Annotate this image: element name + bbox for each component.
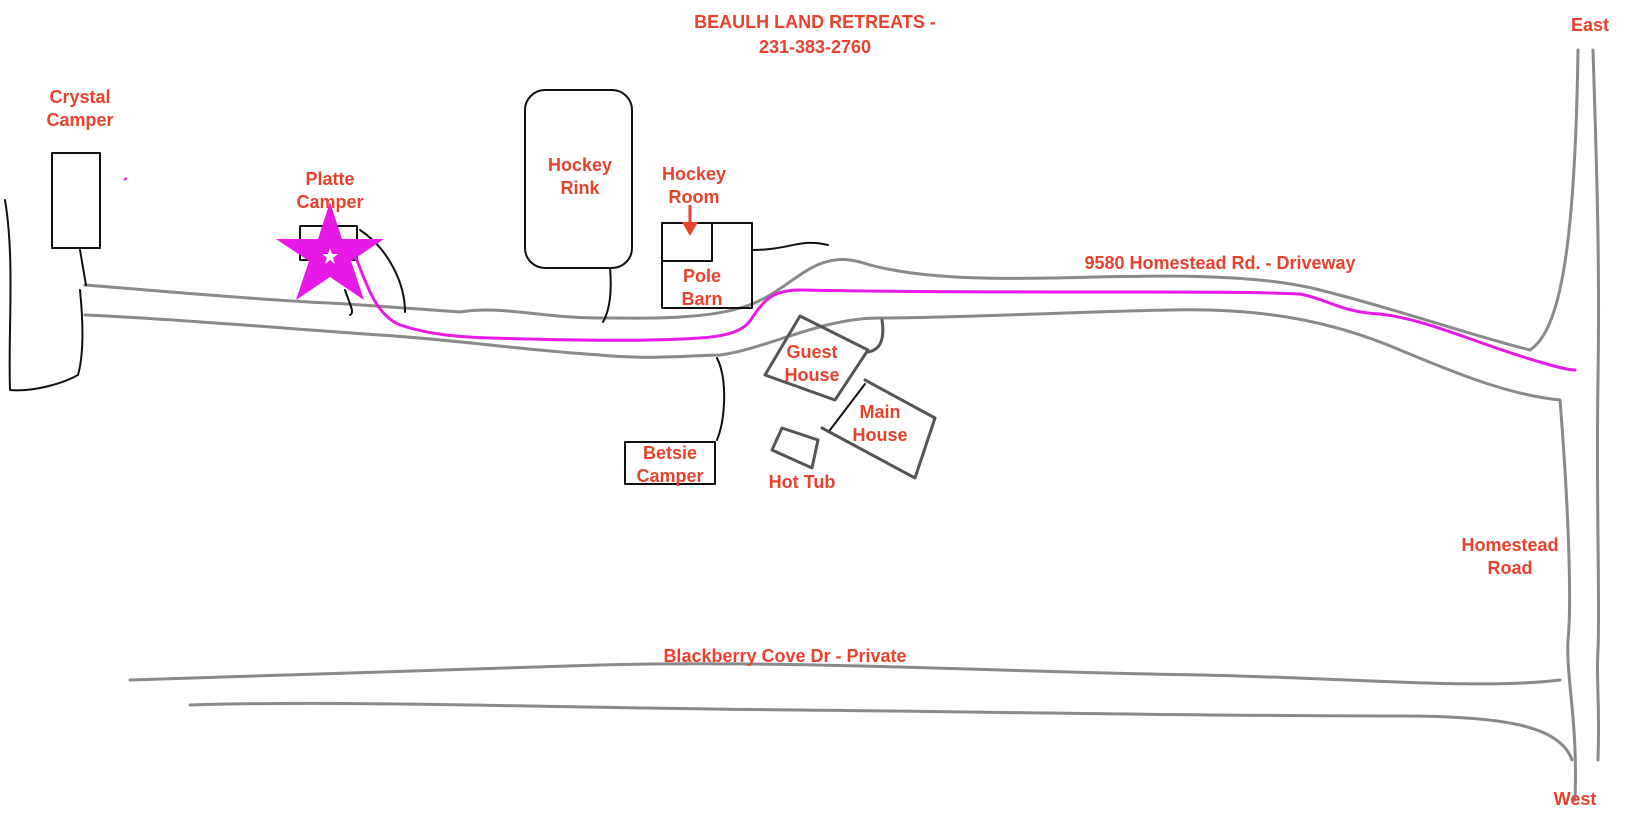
blackberry-cove-label: Blackberry Cove Dr - Private xyxy=(663,646,907,666)
hockey-rink-path xyxy=(602,267,612,323)
crystal-path xyxy=(79,249,87,286)
homestead-road-edge-left xyxy=(1591,48,1601,652)
hockey-room-label: Hockey Room xyxy=(661,164,727,207)
phone-number: 231-383-2760 xyxy=(758,37,872,57)
arrow-down-icon xyxy=(682,222,698,236)
platte-camper-label: Platte Camper xyxy=(296,169,364,212)
platte-path-left xyxy=(344,289,354,316)
route-mark-left xyxy=(123,177,128,181)
map-title: BEAULH LAND RETREATS - xyxy=(694,12,936,32)
driveway-edge-lower xyxy=(83,308,1577,802)
hockey-rink-label: Hockey Rink xyxy=(547,155,613,198)
hot-tub-outline xyxy=(770,426,820,470)
pole-barn-path xyxy=(751,241,829,251)
driveway-edge-upper xyxy=(83,48,1580,352)
east-label: East xyxy=(1570,15,1610,35)
left-boundary-line xyxy=(4,199,84,392)
betsie-path xyxy=(716,357,726,441)
pole-barn-label: Pole Barn xyxy=(681,266,723,309)
guest-house-connector xyxy=(866,318,885,354)
blackberry-edge-lower xyxy=(188,701,1574,762)
pole-barn-divider xyxy=(661,222,713,262)
guest-main-divider xyxy=(829,383,866,431)
pole-barn-box xyxy=(661,222,753,309)
betsie-camper-box xyxy=(624,441,716,485)
main-house-outline xyxy=(820,378,937,480)
crystal-camper-label: Crystal Camper xyxy=(46,87,114,130)
hockey-rink-box xyxy=(524,89,633,269)
crystal-camper-box xyxy=(51,152,101,249)
west-label: West xyxy=(1553,789,1597,809)
homestead-road-edge-right xyxy=(1595,648,1601,762)
star-inner-icon xyxy=(322,248,338,264)
betsie-camper-label: Betsie Camper xyxy=(636,443,704,486)
houses xyxy=(763,314,937,480)
route-line xyxy=(353,253,1577,372)
platte-path-right xyxy=(359,229,406,313)
driveway-label: 9580 Homestead Rd. - Driveway xyxy=(1084,253,1356,273)
hot-tub-label: Hot Tub xyxy=(768,472,836,492)
guest-house-outline xyxy=(763,314,870,402)
guest-house-label: Guest House xyxy=(784,342,840,385)
blackberry-edge-upper xyxy=(128,662,1562,686)
homestead-road-label: Homestead Road xyxy=(1461,535,1559,578)
main-house-label: Main House xyxy=(852,402,908,445)
roads xyxy=(83,48,1601,802)
